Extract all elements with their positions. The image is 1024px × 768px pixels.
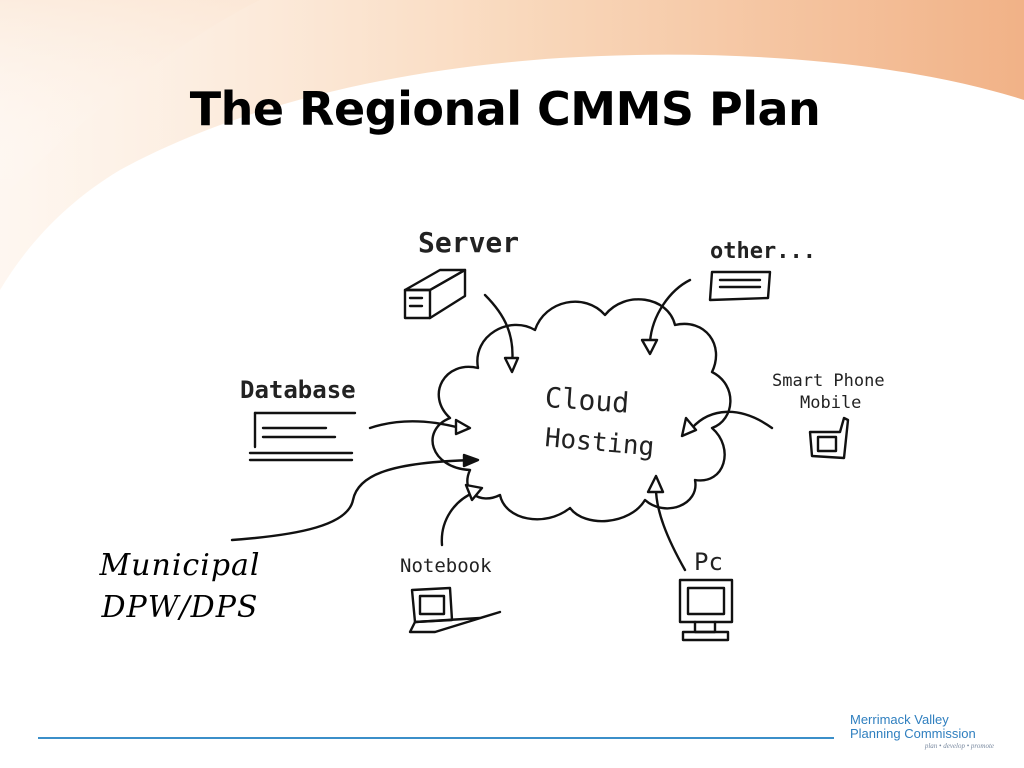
footer-divider [38,737,834,739]
arrow-smartphone [690,410,774,430]
pc-label: Pc [694,548,723,576]
logo-line2: Planning Commission [850,726,976,741]
cloud-label-line1: Cloud [544,381,630,420]
server-label: Server [418,226,519,259]
logo-tagline: plan • develop • promote [924,742,994,750]
arrow-other [648,278,692,344]
cloud-shape [431,298,732,523]
notebook-label: Notebook [400,555,492,577]
server-icon [403,268,467,320]
cloud-label-line2: Hosting [544,423,656,462]
slide-title: The Regional CMMS Plan [189,82,821,136]
mvpc-logo: Merrimack Valley Planning Commission pla… [850,712,1010,751]
arrow-database [368,420,462,430]
database-icon [248,411,357,462]
database-label: Database [240,376,356,404]
logo-line1: Merrimack Valley [850,712,949,727]
smartphone-label-line2: Mobile [800,393,861,413]
smartphone-label-line1: Smart Phone [772,371,885,391]
smartphone-icon [808,416,850,460]
municipal-label-line2: DPW/DPS [101,590,259,625]
other-icon [708,270,772,302]
other-label: other... [710,239,816,264]
arrow-pc [654,483,687,572]
notebook-icon [408,586,502,634]
arrow-notebook [440,490,477,547]
arrow-municipal [230,458,477,542]
municipal-callout: Municipal DPW/DPS [60,545,300,629]
municipal-label-line1: Municipal [99,548,261,583]
pc-icon [678,578,734,642]
